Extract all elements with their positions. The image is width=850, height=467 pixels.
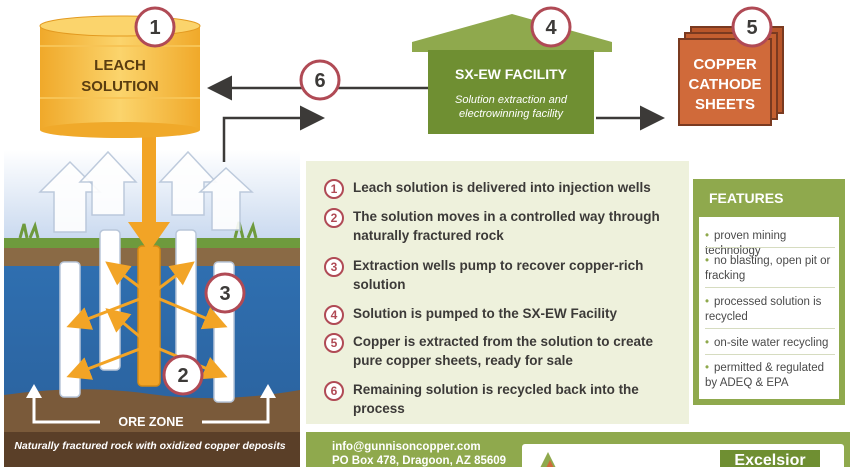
steps-panel: 1 Leach solution is delivered into injec… <box>306 161 689 424</box>
sxew-title: SX-EW FACILITY <box>455 66 567 82</box>
upward-arrows <box>38 150 254 233</box>
feature-item: permitted & regulated by ADEQ & EPA <box>705 361 839 391</box>
step-item: 3 Extraction wells pump to recover coppe… <box>324 256 683 294</box>
badge-cathode: 5 <box>731 6 773 48</box>
ore-zone-caption: Naturally fractured rock with oxidized c… <box>14 440 286 452</box>
svg-text:1: 1 <box>149 17 160 39</box>
badge-leach: 1 <box>134 6 176 48</box>
step-text: Copper is extracted from the solution to… <box>353 334 654 368</box>
step-text: Solution is pumped to the SX-EW Facility <box>353 306 618 321</box>
step-number: 3 <box>324 257 344 277</box>
cathode-label-line1: COPPER <box>693 56 757 73</box>
contact-email-link[interactable]: info@gunnisoncopper.com <box>332 441 481 453</box>
features-box: FEATURES proven mining technology no bla… <box>693 179 845 405</box>
flow-arrows <box>66 261 228 380</box>
cathode-label-line2: CATHODE <box>688 76 762 93</box>
badge-sxew: 4 <box>530 6 572 48</box>
step-item: 5 Copper is extracted from the solution … <box>324 332 683 370</box>
features-title: FEATURES <box>699 185 839 217</box>
step-text: Extraction wells pump to recover copper-… <box>353 258 644 292</box>
step-item: 6 Remaining solution is recycled back in… <box>324 380 683 418</box>
company-logos: Excelsior <box>522 444 844 467</box>
feature-divider <box>705 287 835 288</box>
cathode-label-line3: SHEETS <box>694 96 755 113</box>
sxew-subtitle-line2: electrowinning facility <box>459 108 563 120</box>
sxew-subtitle-line1: Solution extraction and <box>455 94 567 106</box>
cathode-sheets-shape <box>678 26 784 126</box>
excelsior-logo: Excelsior <box>720 450 820 467</box>
step-number: 5 <box>324 333 344 353</box>
contact-bar: info@gunnisoncopper.com PO Box 478, Drag… <box>306 432 850 467</box>
step-text: Remaining solution is recycled back into… <box>353 382 639 416</box>
svg-text:5: 5 <box>746 17 757 39</box>
ore-zone-arrows <box>26 384 276 424</box>
step-number: 1 <box>324 179 344 199</box>
leach-tank-shape <box>39 15 201 138</box>
badge-extraction: 3 <box>204 272 246 314</box>
badge-recycle: 6 <box>299 59 341 101</box>
supply-arrow <box>128 115 170 252</box>
step-item: 2 The solution moves in a controlled way… <box>324 207 683 245</box>
feature-divider <box>705 354 835 355</box>
step-text: Leach solution is delivered into injecti… <box>353 180 651 195</box>
ore-zone-label: ORE ZONE <box>118 415 184 429</box>
leach-label-line1: LEACH <box>94 57 146 74</box>
step-text: The solution moves in a controlled way t… <box>353 209 660 243</box>
cathode-label: COPPER CATHODE SHEETS <box>679 55 771 115</box>
contact-address: PO Box 478, Dragoon, AZ 85609 <box>332 455 507 467</box>
step-number: 2 <box>324 208 344 228</box>
svg-text:6: 6 <box>314 70 325 92</box>
feature-item: on-site water recycling <box>705 336 839 351</box>
step-number: 6 <box>324 381 344 401</box>
svg-text:4: 4 <box>545 17 557 39</box>
step-number: 4 <box>324 305 344 325</box>
badge-flow: 2 <box>162 354 204 396</box>
injection-well <box>137 245 161 387</box>
svg-text:2: 2 <box>177 365 188 387</box>
svg-text:3: 3 <box>219 283 230 305</box>
leach-label-line2: SOLUTION <box>81 78 159 95</box>
feature-divider <box>705 328 835 329</box>
feature-item: processed solution is recycled <box>705 295 839 325</box>
feature-item: no blasting, open pit or fracking <box>705 254 839 284</box>
company-logo-icon <box>540 452 556 467</box>
step-item: 4 Solution is pumped to the SX-EW Facili… <box>324 304 683 325</box>
feature-divider <box>705 247 835 248</box>
step-item: 1 Leach solution is delivered into injec… <box>324 178 683 199</box>
